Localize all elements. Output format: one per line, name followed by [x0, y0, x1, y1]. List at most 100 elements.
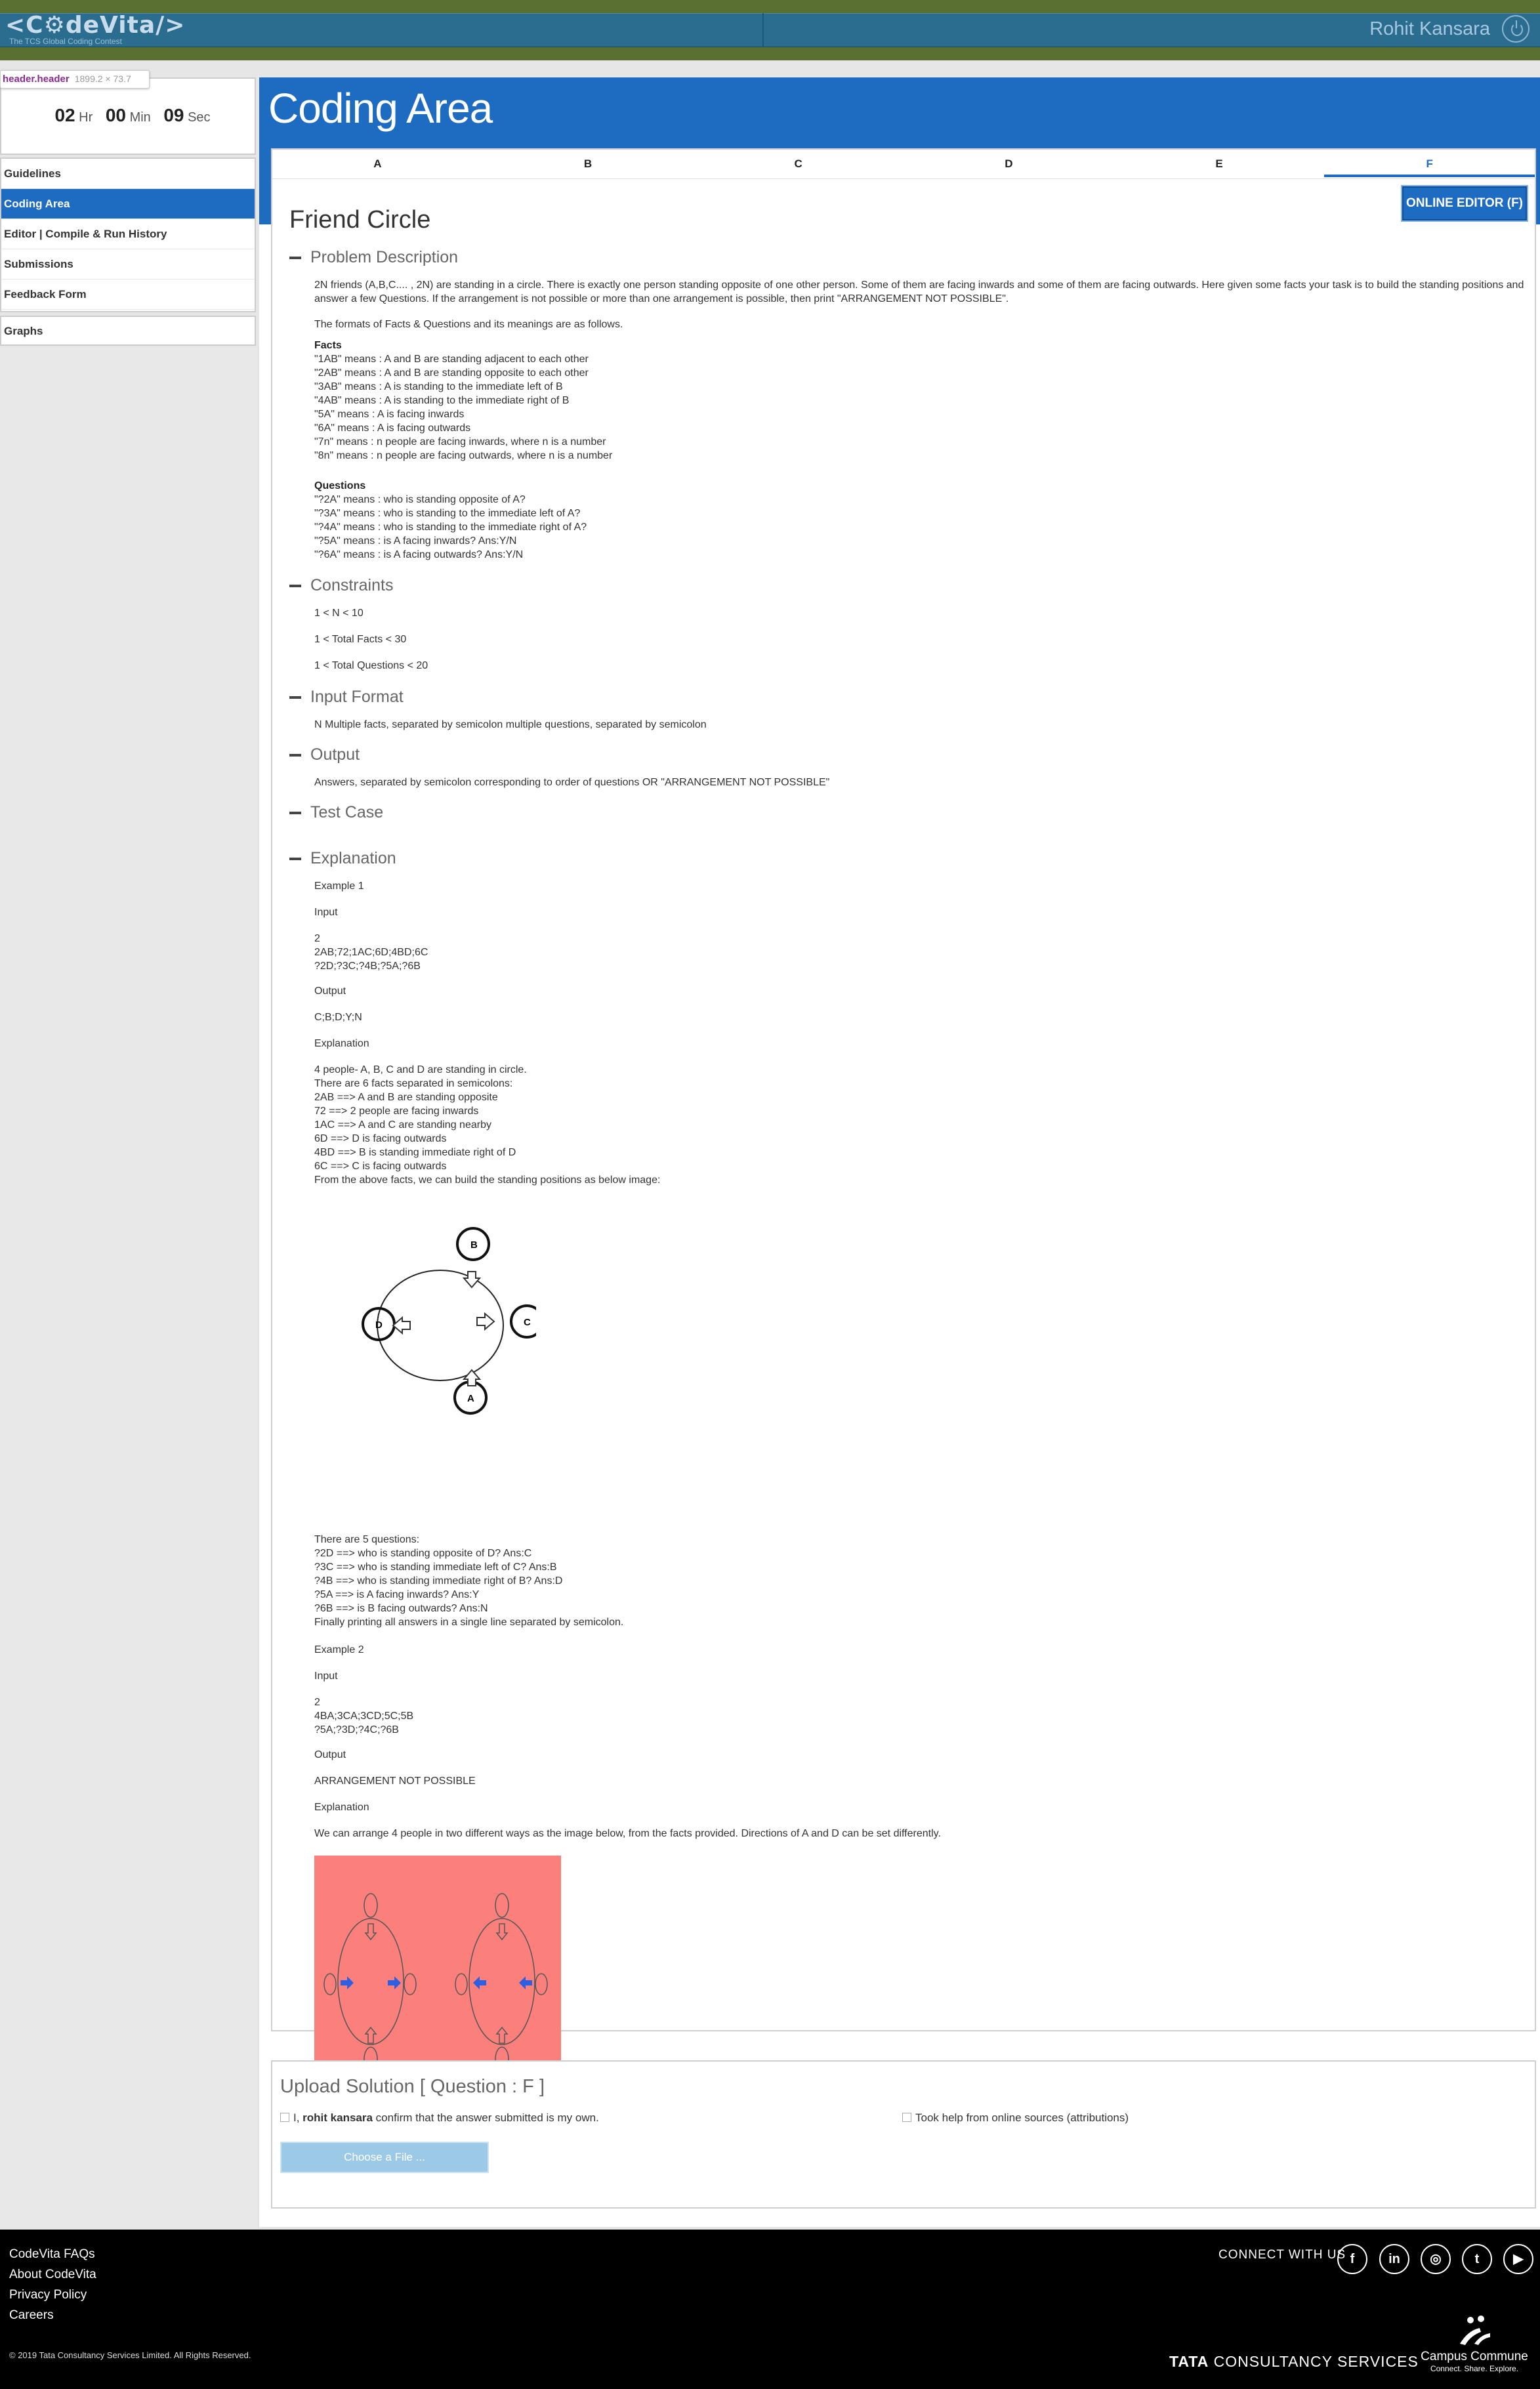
explanation-line: From the above facts, we can build the s… — [314, 1174, 661, 1186]
example-1-output: C;B;D;Y;N — [314, 1012, 362, 1023]
explanation-line: 4 people- A, B, C and D are standing in … — [314, 1064, 527, 1075]
timer-seconds: 09 — [163, 105, 184, 125]
confirm-name: rohit kansara — [302, 2111, 373, 2124]
question-line: "?4A" means : who is standing to the imm… — [314, 522, 587, 533]
footer-link-privacy[interactable]: Privacy Policy — [9, 2288, 87, 2302]
facts-block: Facts "1AB" means : A and B are standing… — [314, 339, 1528, 463]
timer-hours-unit: Hr — [79, 110, 93, 125]
collapse-icon — [289, 858, 301, 861]
countdown-timer: 02 Hr 00 Min 09 Sec — [0, 77, 256, 155]
footer-link-faqs[interactable]: CodeVita FAQs — [9, 2247, 95, 2261]
checkbox-icon[interactable] — [280, 2113, 289, 2122]
explanation-line: 2AB ==> A and B are standing opposite — [314, 1092, 498, 1103]
instagram-icon[interactable]: ◎ — [1421, 2244, 1451, 2274]
input-line: ?2D;?3C;?4B;?5A;?6B — [314, 961, 421, 972]
campus-commune-icon — [1460, 2316, 1490, 2345]
linkedin-icon[interactable]: in — [1379, 2244, 1409, 2274]
section-test-case[interactable]: Test Case — [289, 803, 383, 822]
collapse-icon — [289, 585, 301, 588]
codevita-logo[interactable]: <C⚙deVita/> — [5, 12, 186, 39]
fact-line: "2AB" means : A and B are standing oppos… — [314, 367, 589, 379]
tooltip-size: 1899.2 × 73.7 — [74, 73, 131, 84]
explanation-line: 6D ==> D is facing outwards — [314, 1133, 447, 1144]
input-line: ?5A;?3D;?4C;?6B — [314, 1724, 399, 1735]
connect-label: CONNECT WITH US — [1218, 2248, 1346, 2262]
footer: CodeVita FAQs About CodeVita Privacy Pol… — [0, 2230, 1540, 2389]
facts-heading: Facts — [314, 340, 342, 351]
problem-panel: A B C D E F ONLINE EDITOR (F) Friend Cir… — [271, 148, 1536, 2101]
campus-commune-title: Campus Commune — [1421, 2350, 1528, 2363]
question-line: Finally printing all answers in a single… — [314, 1617, 624, 1628]
youtube-icon[interactable]: ▶ — [1503, 2244, 1533, 2274]
fact-line: "6A" means : A is facing outwards — [314, 423, 471, 434]
footer-link-about[interactable]: About CodeVita — [9, 2268, 96, 2281]
fact-line: "1AB" means : A and B are standing adjac… — [314, 354, 589, 365]
fact-line: "3AB" means : A is standing to the immed… — [314, 381, 563, 392]
sidebar-item-feedback-form[interactable]: Feedback Form — [1, 280, 255, 310]
tab-divider — [272, 178, 1535, 179]
tab-a[interactable]: A — [373, 157, 382, 170]
fact-line: "5A" means : A is facing inwards — [314, 409, 465, 420]
section-heading: Input Format — [310, 688, 404, 706]
fact-line: "4AB" means : A is standing to the immed… — [314, 395, 570, 406]
diagram-label-b: B — [470, 1239, 478, 1251]
section-problem-description[interactable]: Problem Description — [289, 248, 458, 267]
attribution-label: Took help from online sources (attributi… — [915, 2111, 1129, 2124]
explanation-label: Explanation — [314, 1038, 369, 1049]
sidebar-item-graphs[interactable]: Graphs — [0, 316, 256, 346]
tab-b[interactable]: B — [583, 157, 593, 170]
sidebar-item-editor-history[interactable]: Editor | Compile & Run History — [1, 219, 255, 249]
collapse-icon — [289, 696, 301, 699]
questions-block: Questions "?2A" means : who is standing … — [314, 479, 1528, 562]
power-icon[interactable] — [1502, 15, 1530, 43]
tab-e[interactable]: E — [1215, 157, 1223, 170]
section-constraints[interactable]: Constraints — [289, 576, 393, 595]
input-format-text: N Multiple facts, separated by semicolon… — [314, 719, 707, 730]
section-explanation[interactable]: Explanation — [289, 849, 396, 868]
footer-link-careers[interactable]: Careers — [9, 2308, 54, 2322]
diagram-label-c: C — [524, 1317, 531, 1328]
sidebar-background — [0, 348, 259, 2231]
sidebar-item-submissions[interactable]: Submissions — [1, 249, 255, 280]
attribution-checkbox[interactable]: Took help from online sources (attributi… — [902, 2111, 1129, 2125]
tab-f[interactable]: F — [1324, 151, 1535, 177]
checkbox-icon[interactable] — [902, 2113, 911, 2122]
two-arrangements-image — [314, 1856, 561, 2101]
output-label: Output — [314, 986, 346, 997]
ownership-checkbox[interactable]: I, rohit kansara confirm that the answer… — [280, 2111, 599, 2125]
formats-text: The formats of Facts & Questions and its… — [314, 319, 623, 330]
section-output[interactable]: Output — [289, 745, 360, 764]
question-line: There are 5 questions: — [314, 1534, 420, 1545]
online-editor-button[interactable]: ONLINE EDITOR (F) — [1402, 186, 1527, 220]
tab-c[interactable]: C — [794, 157, 802, 170]
twitter-icon[interactable]: t — [1462, 2244, 1492, 2274]
question-line: "?5A" means : is A facing inwards? Ans:Y… — [314, 535, 517, 547]
timer-minutes-unit: Min — [129, 110, 151, 125]
facebook-icon[interactable]: f — [1337, 2244, 1367, 2274]
upload-title: Upload Solution [ Question : F ] — [280, 2076, 545, 2097]
tcs-logo: TATA CONSULTANCY SERVICES — [1169, 2353, 1419, 2371]
tab-d[interactable]: D — [1005, 157, 1013, 170]
sidebar-item-coding-area[interactable]: Coding Area — [1, 189, 255, 219]
question-line: "?2A" means : who is standing opposite o… — [314, 494, 526, 505]
timer-hours: 02 — [54, 105, 75, 125]
explanation-line: 6C ==> C is facing outwards — [314, 1161, 447, 1172]
section-heading: Problem Description — [310, 248, 459, 266]
output-text: Answers, separated by semicolon correspo… — [314, 777, 830, 788]
sidebar-nav: Guidelines Coding Area Editor | Compile … — [0, 157, 256, 312]
input-line: 2 — [314, 1697, 320, 1708]
questions-heading: Questions — [314, 480, 366, 491]
input-label: Input — [314, 1671, 338, 1682]
collapse-icon — [289, 257, 301, 260]
explanation-label: Explanation — [314, 1802, 369, 1813]
sidebar-item-guidelines[interactable]: Guidelines — [1, 159, 255, 189]
example-2-output: ARRANGEMENT NOT POSSIBLE — [314, 1776, 476, 1787]
output-label: Output — [314, 1749, 346, 1760]
diagram-label-a: A — [467, 1393, 474, 1404]
tooltip-selector: header.header — [3, 73, 70, 85]
example-1-questions: There are 5 questions: ?2D ==> who is st… — [314, 1533, 1528, 1629]
choose-file-button[interactable]: Choose a File ... — [280, 2142, 489, 2173]
section-input-format[interactable]: Input Format — [289, 688, 404, 707]
confirm-prefix: I, — [293, 2111, 303, 2124]
explanation-line: 72 ==> 2 people are facing inwards — [314, 1106, 479, 1117]
